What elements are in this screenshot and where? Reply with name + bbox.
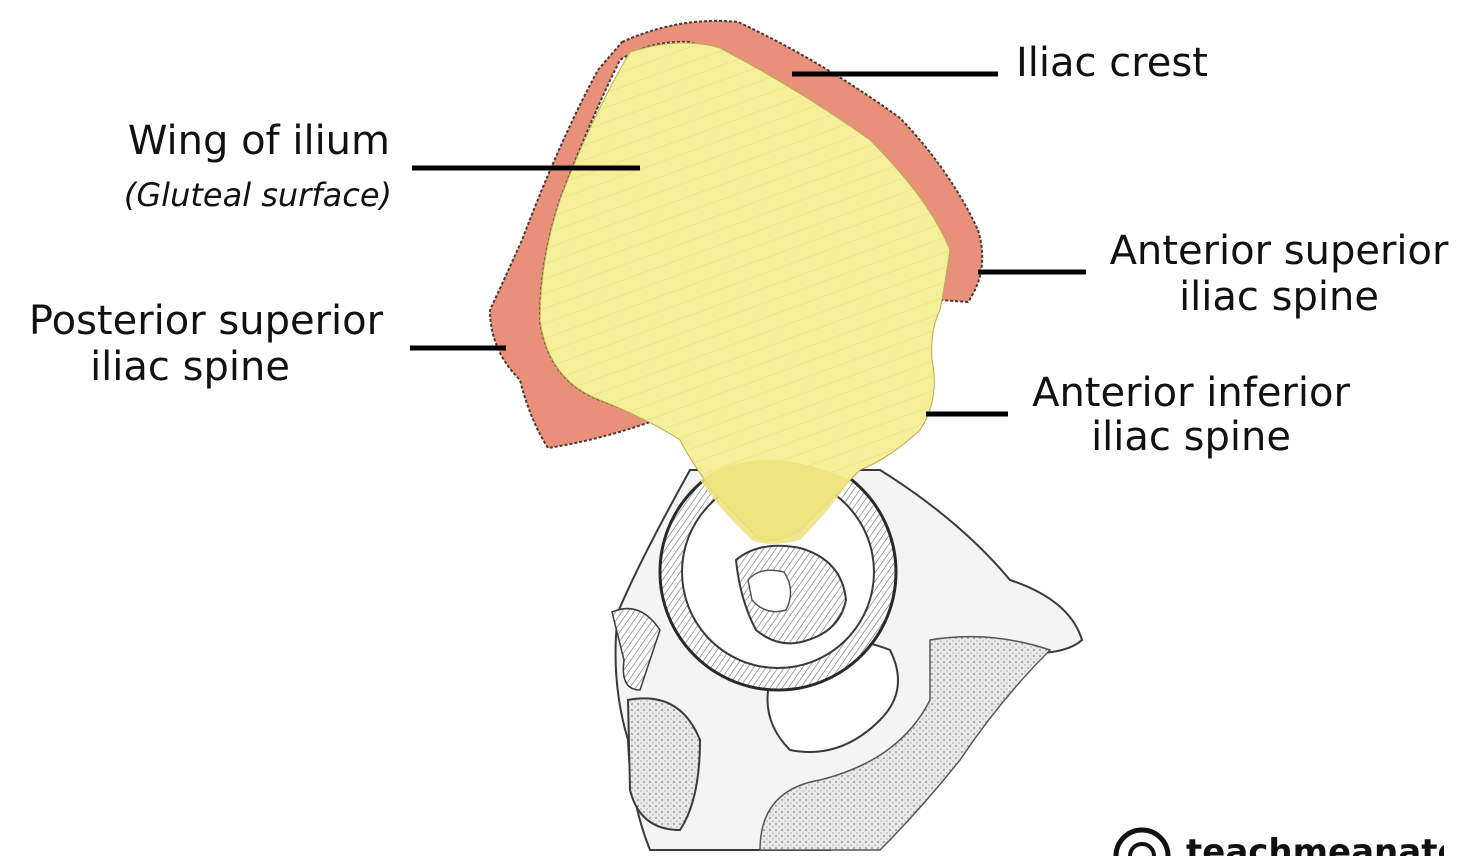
label-wing-of-ilium: Wing of ilium: [110, 118, 390, 164]
label-asis-line1: Anterior superior: [1094, 228, 1464, 274]
label-aiis-line2: iliac spine: [1018, 414, 1364, 460]
label-psis-line1: Posterior superior: [10, 298, 402, 344]
watermark: teachmeanatomy: [1112, 826, 1444, 856]
label-aiis-line1: Anterior inferior: [1018, 370, 1364, 416]
label-iliac-crest: Iliac crest: [1016, 40, 1208, 86]
lower-hip-bone: [612, 454, 1082, 850]
watermark-text: teachmeanatomy: [1186, 832, 1444, 856]
label-gluteal-surface: (Gluteal surface): [108, 176, 392, 214]
label-psis-line2: iliac spine: [10, 344, 370, 390]
label-asis-line2: iliac spine: [1094, 274, 1464, 320]
